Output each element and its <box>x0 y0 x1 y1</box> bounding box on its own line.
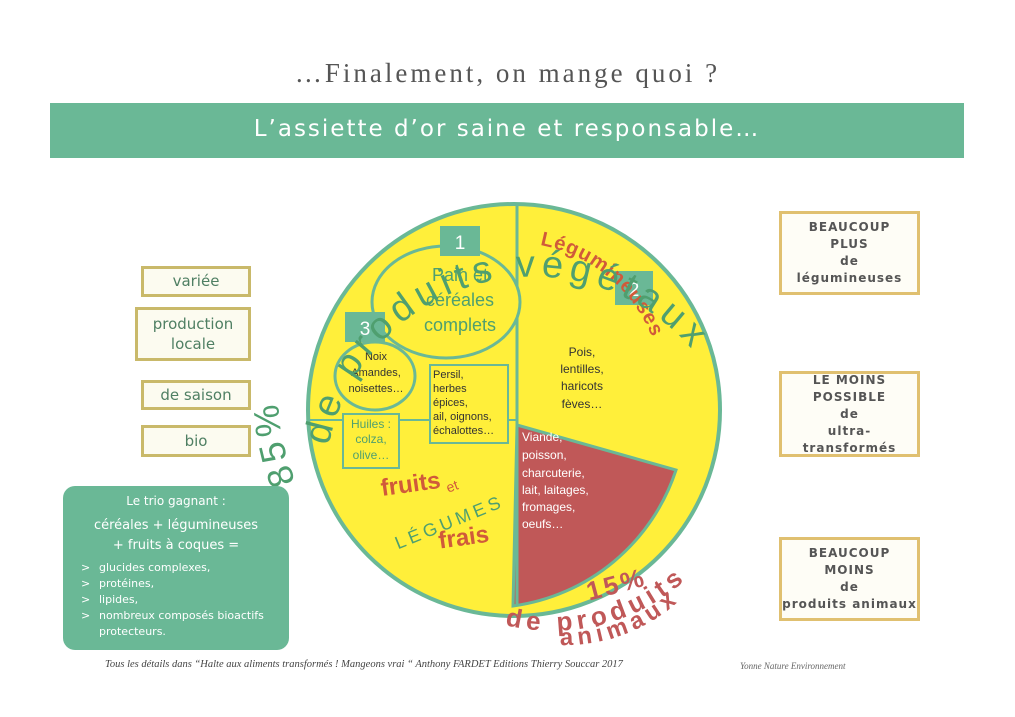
box1-line2: PLUS <box>830 237 869 251</box>
huiles-line1: Huiles : <box>351 417 391 431</box>
trio-title: Le trio gagnant : <box>126 494 226 508</box>
subtitle-text: L’assiette d’or saine et responsable… <box>253 116 761 142</box>
pois-line2: lentilles, <box>560 362 603 376</box>
persil-line4: ail, oignons, <box>433 411 492 423</box>
number-box-1 <box>440 226 480 256</box>
subtitle-banner: L’assiette d’or saine et responsable… <box>50 103 964 158</box>
noix-line1: Noix <box>365 351 388 363</box>
huiles-line2: colza, <box>355 432 386 446</box>
viande-line5: fromages, <box>522 500 575 514</box>
number-3: 3 <box>360 319 371 340</box>
label-production-locale: production locale <box>135 307 251 361</box>
persil-line5: échalottes… <box>433 425 494 437</box>
number-box-3 <box>345 312 385 342</box>
box-moins-ultra-transformes: LE MOINS POSSIBLE de ultra-transformés <box>779 371 920 457</box>
noix-line2: Amandes, <box>351 367 401 379</box>
box1-line1: BEAUCOUP <box>808 220 891 234</box>
box2-line2: POSSIBLE <box>812 389 887 404</box>
label-variee: variée <box>141 266 251 297</box>
noix-line3: noisettes… <box>348 383 403 395</box>
number-2: 2 <box>629 280 640 301</box>
viande-line4: lait, laitages, <box>522 483 589 497</box>
box2-line4: ultra-transformés <box>802 423 897 455</box>
label-bio: bio <box>141 425 251 457</box>
box2-line3: de <box>840 406 859 421</box>
trio-gagnant-box: Le trio gagnant : céréales + légumineuse… <box>63 486 289 650</box>
label-production-locale-text: production locale <box>152 315 234 353</box>
viande-line3: charcuterie, <box>522 466 585 480</box>
box1-line3: de <box>840 254 859 268</box>
viande-line6: oeufs… <box>522 517 563 531</box>
trio-item: protéines, <box>81 576 289 592</box>
trio-item: nombreux composés bioactifs protecteurs. <box>81 608 289 640</box>
persil-line3: épices, <box>433 397 468 409</box>
arc-85-percent: 85% <box>245 399 303 493</box>
viande-line2: poisson, <box>522 448 567 462</box>
label-de-saison: de saison <box>141 380 251 410</box>
viande-line1: Viande, <box>522 430 562 444</box>
huiles-box <box>342 413 400 469</box>
box3-line2: MOINS <box>824 563 875 577</box>
box3-line4: produits animaux <box>782 597 917 611</box>
trio-item: lipides, <box>81 592 289 608</box>
pain-line3: complets <box>424 315 496 335</box>
animal-sector <box>511 423 678 608</box>
trio-line1: céréales + légumineuses <box>93 518 259 533</box>
number-1: 1 <box>455 233 466 254</box>
persil-box <box>429 364 509 444</box>
persil-line2: herbes <box>433 383 467 395</box>
box3-line3: de <box>840 580 859 594</box>
pain-line1: Pain et <box>432 265 488 285</box>
pain-line2: céréales <box>426 290 494 310</box>
et-text: et <box>444 477 461 496</box>
pois-line3: haricots <box>561 379 603 393</box>
pois-line4: fèves… <box>562 397 603 411</box>
huiles-line3: olive… <box>353 448 390 462</box>
box2-line1: LE MOINS <box>812 372 887 387</box>
trio-item: glucides complexes, <box>81 560 289 576</box>
box-plus-legumineuses: BEAUCOUP PLUS de légumineuses <box>779 211 920 295</box>
footer-org: Yonne Nature Environnement <box>740 661 846 671</box>
box3-line1: BEAUCOUP <box>808 546 891 560</box>
page-title: …Finalement, on mange quoi ? <box>294 58 721 88</box>
persil-line1: Persil, <box>433 369 464 381</box>
box1-line4: légumineuses <box>796 271 903 285</box>
box-moins-produits-animaux: BEAUCOUP MOINS de produits animaux <box>779 537 920 621</box>
footer-source: Tous les détails dans “Halte aux aliment… <box>105 659 623 670</box>
pois-line1: Pois, <box>569 345 596 359</box>
trio-list: glucides complexes, protéines, lipides, … <box>63 560 289 640</box>
trio-line2: + fruits à coques = <box>112 538 240 553</box>
number-box-2 <box>615 271 653 305</box>
